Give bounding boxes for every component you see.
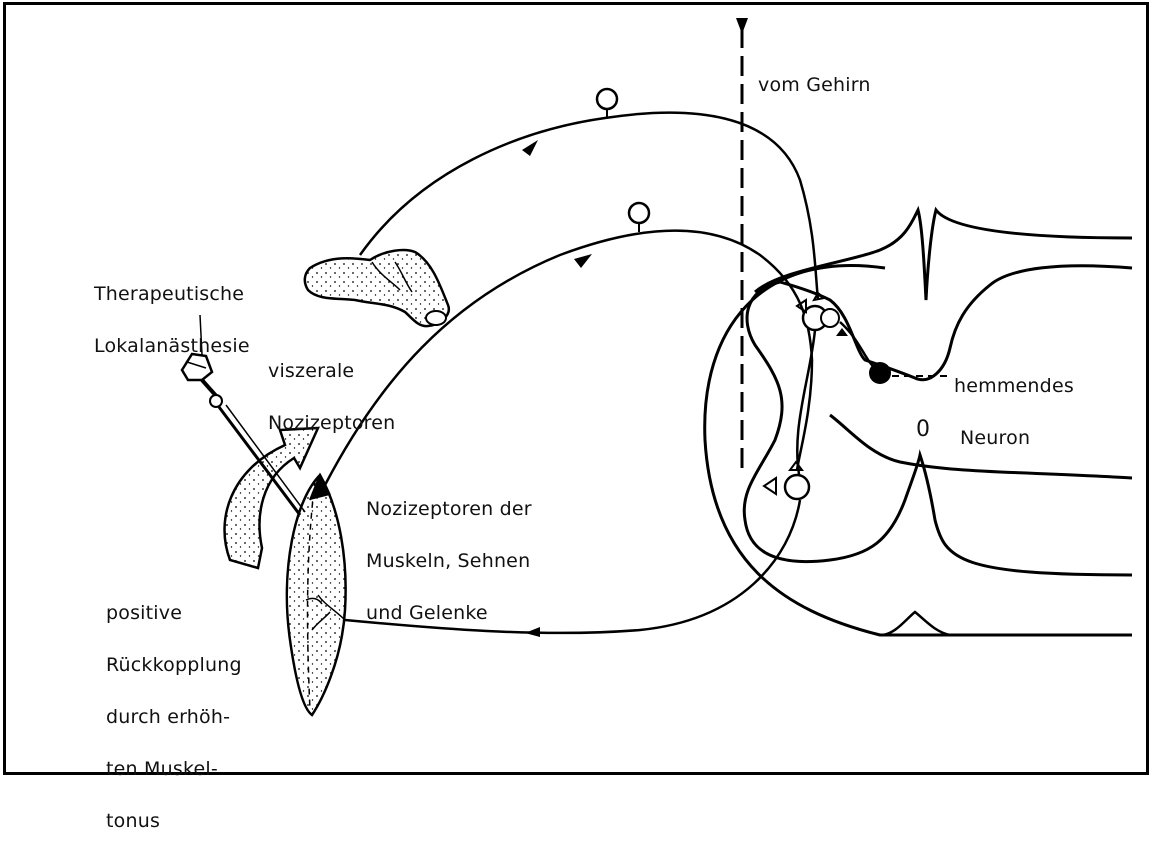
label-nozizeptoren-muskeln: Nozizeptoren der Muskeln, Sehnen und Gel… [366, 470, 532, 652]
visceral-afferent-arrow [522, 140, 538, 156]
label-hemmendes-neuron: hemmendes Neuron [954, 347, 1074, 477]
muscle-ganglion-cell [629, 203, 649, 223]
label-therapeutische-lokalanaesthesie: Therapeutische Lokalanästhesie [94, 255, 250, 385]
ventral-notch [880, 612, 950, 635]
label-zero: 0 [916, 417, 930, 443]
muscle-afferent-arrow [574, 254, 592, 268]
visceral-ganglion-cell [597, 89, 617, 109]
inhibitory-neuron [869, 362, 891, 384]
label-positive-rueckkopplung: positive Rückkopplung durch erhöh- ten M… [106, 574, 242, 860]
connection-to-inhibitory [840, 322, 875, 368]
descending-arrow [736, 18, 748, 34]
label-vom-gehirn: vom Gehirn [758, 72, 871, 98]
figure: vom Gehirn Therapeutische Lokalanästhesi… [0, 0, 1156, 783]
organ-lumen [426, 311, 446, 325]
dorsal-fissure [755, 210, 1132, 300]
label-viszerale-nozizeptoren: viszerale Nozizeptoren [268, 332, 395, 462]
motor-neuron [785, 475, 809, 499]
motor-synapse [764, 478, 776, 494]
dorsal-horn-neuron-2 [821, 309, 839, 327]
